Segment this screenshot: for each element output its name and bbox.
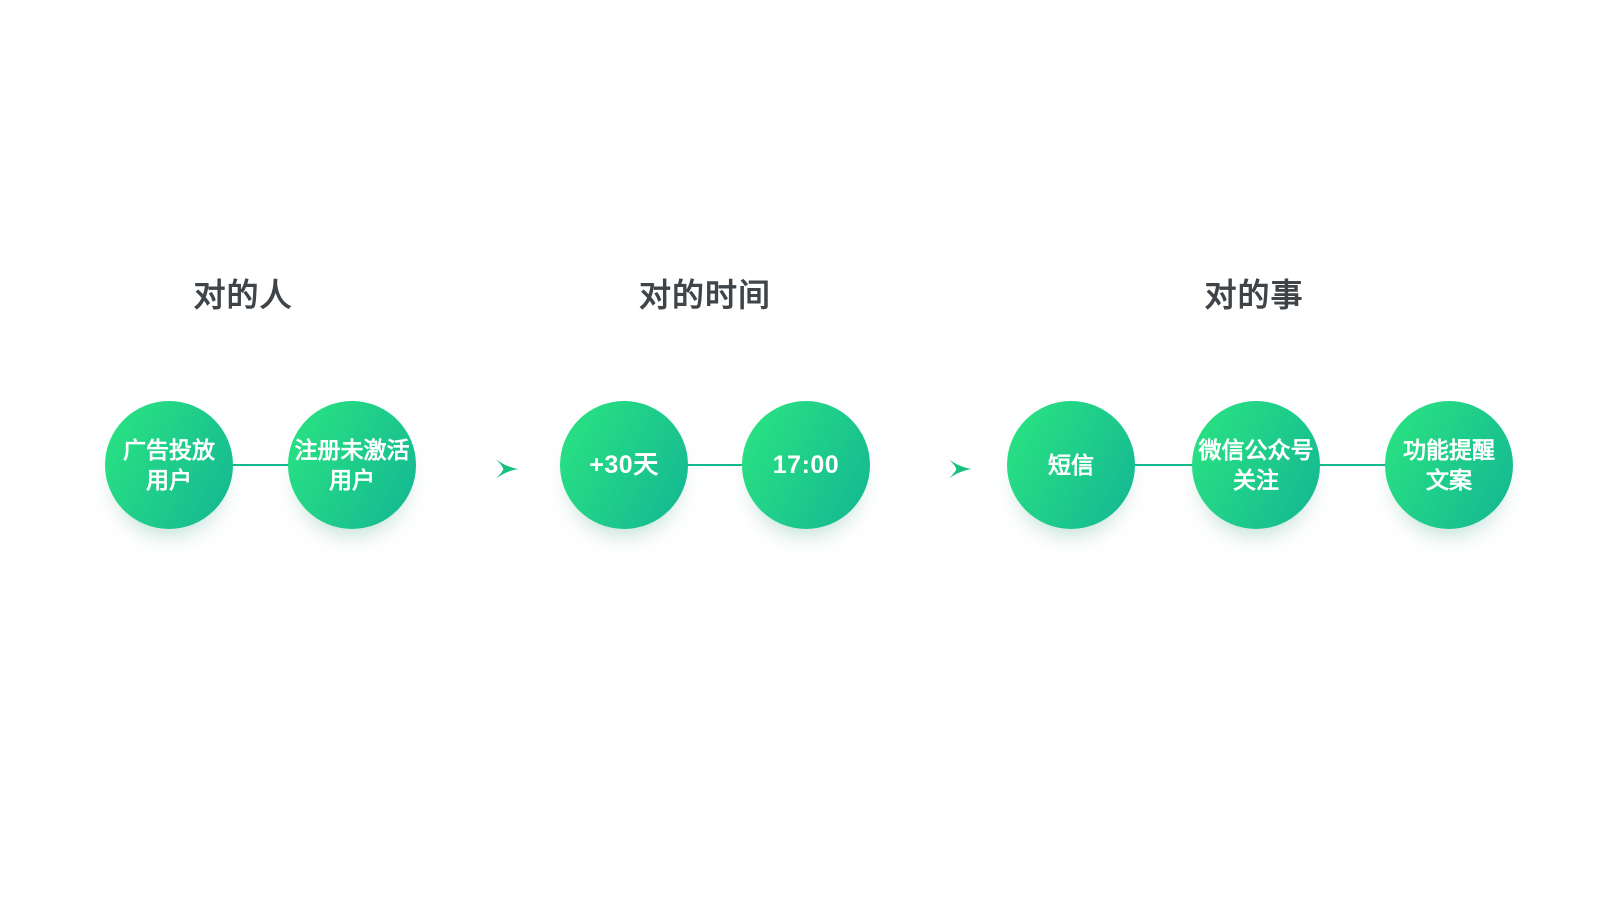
circle-plus-30-days: +30天 xyxy=(560,401,688,529)
connector-line xyxy=(1071,464,1256,466)
circle-wechat-official-follow: 微信公众号 关注 xyxy=(1192,401,1320,529)
section-title-right-thing: 对的事 xyxy=(1204,277,1304,313)
circle-17-00: 17:00 xyxy=(742,401,870,529)
circle-ad-users: 广告投放 用户 xyxy=(105,401,233,529)
circle-sms: 短信 xyxy=(1007,401,1135,529)
circle-registered-not-activated: 注册未激活 用户 xyxy=(288,401,416,529)
section-title-right-time: 对的时间 xyxy=(638,277,772,313)
connector-line xyxy=(624,464,806,466)
circle-feature-reminder-copy: 功能提醒 文案 xyxy=(1385,401,1513,529)
connector-line xyxy=(169,464,352,466)
flow-arrow-icon xyxy=(891,459,972,479)
section-title-right-person: 对的人 xyxy=(193,277,293,313)
connector-line xyxy=(1256,464,1449,466)
flow-arrow-icon xyxy=(438,459,519,479)
